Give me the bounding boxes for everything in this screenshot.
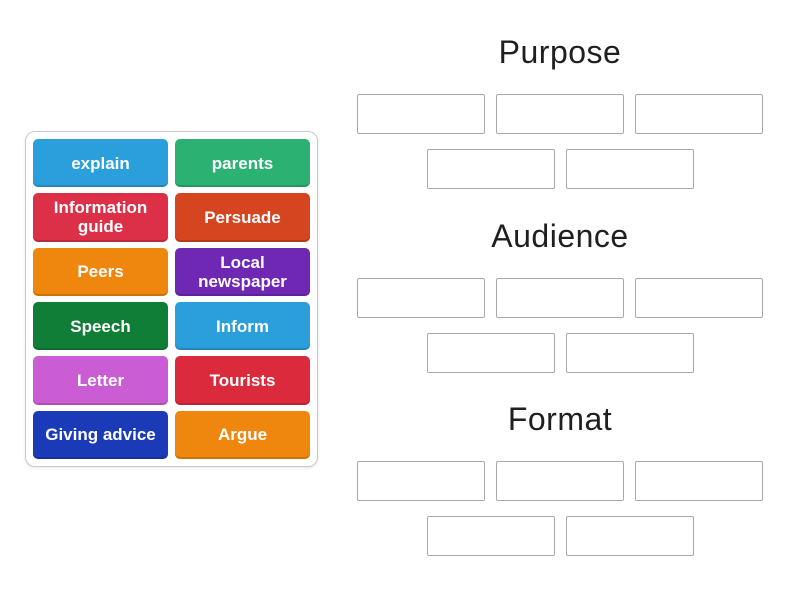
audience-slot[interactable] [496,278,624,318]
audience-slot[interactable] [565,333,694,373]
purpose-slot-row-2 [353,149,767,189]
tile-giving-advice[interactable]: Giving advice [33,410,168,459]
tile-inform[interactable]: Inform [175,301,310,351]
purpose-slot[interactable] [635,94,763,134]
tile-explain[interactable]: explain [33,139,168,188]
purpose-slot[interactable] [565,149,694,189]
audience-slot[interactable] [357,278,485,318]
tile-speech[interactable]: Speech [33,301,168,351]
audience-slot-row-2 [353,333,767,373]
purpose-slot[interactable] [426,149,555,189]
word-bank-panel: explain parents Information guide Persua… [25,131,318,467]
tile-information-guide[interactable]: Information guide [33,193,168,242]
format-slot[interactable] [635,461,763,501]
group-format: Format [353,397,767,556]
group-purpose: Purpose [353,30,767,189]
purpose-slot[interactable] [357,94,485,134]
audience-slot-row-1 [353,278,767,318]
group-audience: Audience [353,214,767,373]
format-slot[interactable] [496,461,624,501]
group-format-title: Format [507,401,613,437]
tile-parents[interactable]: parents [175,139,310,188]
tile-peers[interactable]: Peers [33,247,168,296]
tile-argue[interactable]: Argue [175,410,310,459]
format-slot-row-1 [353,461,767,501]
group-audience-title: Audience [491,218,629,254]
purpose-slot-row-1 [353,94,767,134]
format-slot[interactable] [357,461,485,501]
audience-slot[interactable] [635,278,763,318]
tile-local-newspaper[interactable]: Local newspaper [175,247,310,296]
purpose-slot[interactable] [496,94,624,134]
audience-slot[interactable] [426,333,555,373]
format-slot[interactable] [565,516,694,556]
group-purpose-title: Purpose [498,34,622,70]
format-slot[interactable] [426,516,555,556]
tile-tourists[interactable]: Tourists [175,356,310,405]
tile-persuade[interactable]: Persuade [175,193,310,242]
format-slot-row-2 [353,516,767,556]
tile-letter[interactable]: Letter [33,356,168,405]
